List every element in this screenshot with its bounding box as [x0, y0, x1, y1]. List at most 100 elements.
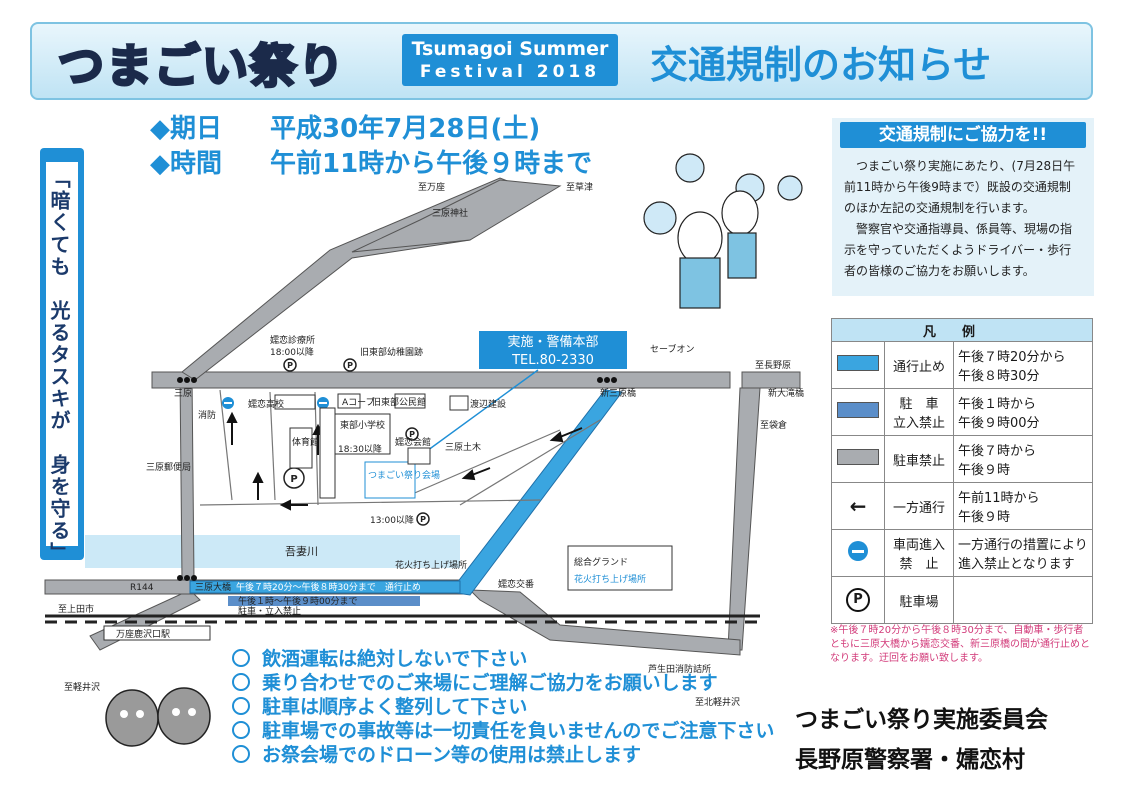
- no-entry-icon-1: [222, 397, 234, 409]
- railway: [45, 614, 760, 624]
- legend-row: ← 一方通行午前11時から 午後９時: [831, 482, 1093, 530]
- map-label-doboku: 三原土木: [445, 441, 481, 453]
- rule-item: 駐車は順序よく整列して下さい: [232, 692, 774, 718]
- legend-label: 駐車場: [884, 576, 954, 624]
- organizer-committee: つまごい祭り実施委員会: [795, 707, 1048, 733]
- arrow-left-icon: ←: [849, 494, 867, 518]
- time-label: ◆時間: [150, 149, 222, 179]
- parking-icon-4: [405, 427, 419, 441]
- legend-desc: 午後１時から 午後９時00分: [953, 388, 1093, 436]
- festival-title-box: Tsumagoi Summer Festival 2018: [402, 34, 618, 86]
- map-label-asuda: 芦生田消防詰所: [648, 663, 711, 675]
- building-old-east: [394, 393, 426, 409]
- building-station: [103, 625, 211, 641]
- parking-icon-3: [343, 358, 357, 372]
- rule-item: 乗り合わせでのご来場にご理解ご協力をお願いします: [232, 668, 774, 694]
- legend-row: 駐車禁止午後７時から 午後９時: [831, 435, 1093, 483]
- svg-text:P: P: [420, 515, 426, 524]
- map-label-fireworks-site: 花火打ち上げ場所: [574, 573, 646, 585]
- building-gym: [289, 427, 313, 469]
- map-label-river: 吾妻川: [285, 545, 318, 558]
- closure-diagonal: [449, 389, 623, 596]
- map-label-to-ueda: 至上田市: [58, 603, 94, 615]
- street-3: [314, 391, 319, 506]
- legend-label: 通行止め: [884, 341, 954, 389]
- rule-text: 飲酒運転は絶対しないで下さい: [262, 648, 528, 670]
- chestnut-mascots-illustration: [105, 687, 211, 747]
- legend-desc: [953, 576, 1093, 624]
- rule-text: 駐車は順序よく整列して下さい: [262, 696, 528, 718]
- map-label-hs: 嬬恋高校: [248, 398, 284, 410]
- one-way-arrows: [226, 411, 583, 511]
- svg-text:P: P: [347, 361, 353, 370]
- festival-site-box: [364, 461, 416, 499]
- map-label-closure: 午後７時20分～午後８時30分まで 通行止め: [236, 581, 421, 593]
- map-label-to-kitakaruizawa: 至北軽井沢: [695, 696, 740, 708]
- map-label-sogo: 総合グランド: [574, 556, 628, 568]
- dancing-mascots-illustration: [643, 153, 803, 309]
- road-main: [151, 371, 731, 389]
- map-label-parking-ban: 駐車・立入禁止: [238, 605, 301, 617]
- map-label-to-manza: 至万座: [418, 181, 445, 193]
- map-label-shrine: 三原神社: [432, 207, 468, 219]
- map-label-save-on: セーブオン: [650, 343, 694, 355]
- map-label-hall: 嬬恋会館: [395, 436, 431, 448]
- map-label-new-bridge: 新三原橋: [600, 387, 636, 399]
- legend-table: 凡例 通行止め午後７時20分から 午後８時30分駐 車 立入禁止午後１時から 午…: [831, 318, 1093, 624]
- street-5: [409, 429, 561, 496]
- map-label-coop: Aコープ: [342, 397, 375, 408]
- street-4: [199, 499, 541, 506]
- hq-line1: 実施・警備本部: [507, 334, 598, 350]
- parking-ban-strip: [228, 596, 420, 606]
- road-east: [727, 387, 761, 651]
- building-coop: [337, 393, 361, 409]
- map-label-old-east: 旧東部公民館: [372, 396, 426, 408]
- road-west: [179, 375, 195, 581]
- safety-slogan-banner: 「暗くても 光るタスキが 身を守る」: [40, 148, 84, 564]
- map-label-site: つまごい祭り会場: [368, 469, 440, 481]
- traffic-lights: [177, 377, 617, 581]
- legend-desc: 午前11時から 午後９時: [953, 482, 1093, 530]
- parking-letter-1: P: [290, 474, 297, 485]
- road-north-branch: [351, 179, 562, 253]
- map-label-shin-ohashi: 新大滝橋: [768, 387, 804, 399]
- map-label-clinic: 嬬恋診療所: [270, 334, 315, 346]
- legend-label: 一方通行: [884, 482, 954, 530]
- legend-symbol: P: [831, 576, 885, 624]
- hq-line2: TEL.80-2330: [511, 353, 594, 368]
- map-label-gym: 体育館: [292, 436, 319, 448]
- street-1: [219, 389, 233, 501]
- building-hs: [274, 394, 316, 410]
- date-value: 平成30年7月28日(土): [270, 114, 541, 144]
- legend-label: 駐 車 立入禁止: [884, 388, 954, 436]
- road-south-east: [468, 589, 741, 656]
- festival-logo: つまごい祭り: [57, 38, 346, 95]
- legend-label: 車両進入 禁 止: [884, 529, 954, 577]
- map-label-to-naganohara: 至長野原: [755, 360, 791, 371]
- river-shape: [85, 535, 460, 568]
- rules-list: 飲酒運転は絶対しないで下さい乗り合わせでのご来場にご理解ご協力をお願いします駐車…: [232, 644, 774, 766]
- rule-text: 乗り合わせでのご来場にご理解ご協力をお願いします: [262, 672, 718, 694]
- map-label-1300: 13:00以降: [370, 514, 414, 526]
- rule-item: 駐車場での事故等は一切責任を負いませんのでご注意下さい: [232, 716, 774, 742]
- circle-bullet-icon: [232, 649, 250, 667]
- safety-slogan: 「暗くても 光るタスキが 身を守る」: [47, 168, 71, 564]
- map-label-to-karuizawa: 至軽井沢: [64, 681, 100, 693]
- svg-text:P: P: [409, 430, 415, 439]
- map-label-mihara: 三原: [174, 388, 192, 399]
- rule-text: お祭会場でのドローン等の使用は禁止します: [262, 744, 642, 766]
- legend-symbol: [831, 435, 885, 483]
- hq-box: [477, 329, 629, 371]
- map-label-kindergarten: 旧東部幼稚園跡: [360, 346, 423, 358]
- cooperation-heading: 交通規制にご協力を!!: [840, 122, 1086, 148]
- legend-desc: 午後７時20分から 午後８時30分: [953, 341, 1093, 389]
- circle-bullet-icon: [232, 745, 250, 763]
- traffic-map: P P P P P 実施・警備本部 TEL.80-2330: [44, 177, 804, 708]
- legend-desc: 一方通行の措置により 進入禁止となります: [953, 529, 1093, 577]
- map-label-post: 三原郵便局: [146, 461, 191, 473]
- legend-symbol: ←: [831, 482, 885, 530]
- map-label-parking-time: 午後１時～午後９時00分まで: [238, 595, 357, 607]
- closure-r144: [189, 580, 461, 594]
- no-entry-icon: [848, 541, 868, 561]
- parking-icon-5: [416, 512, 430, 526]
